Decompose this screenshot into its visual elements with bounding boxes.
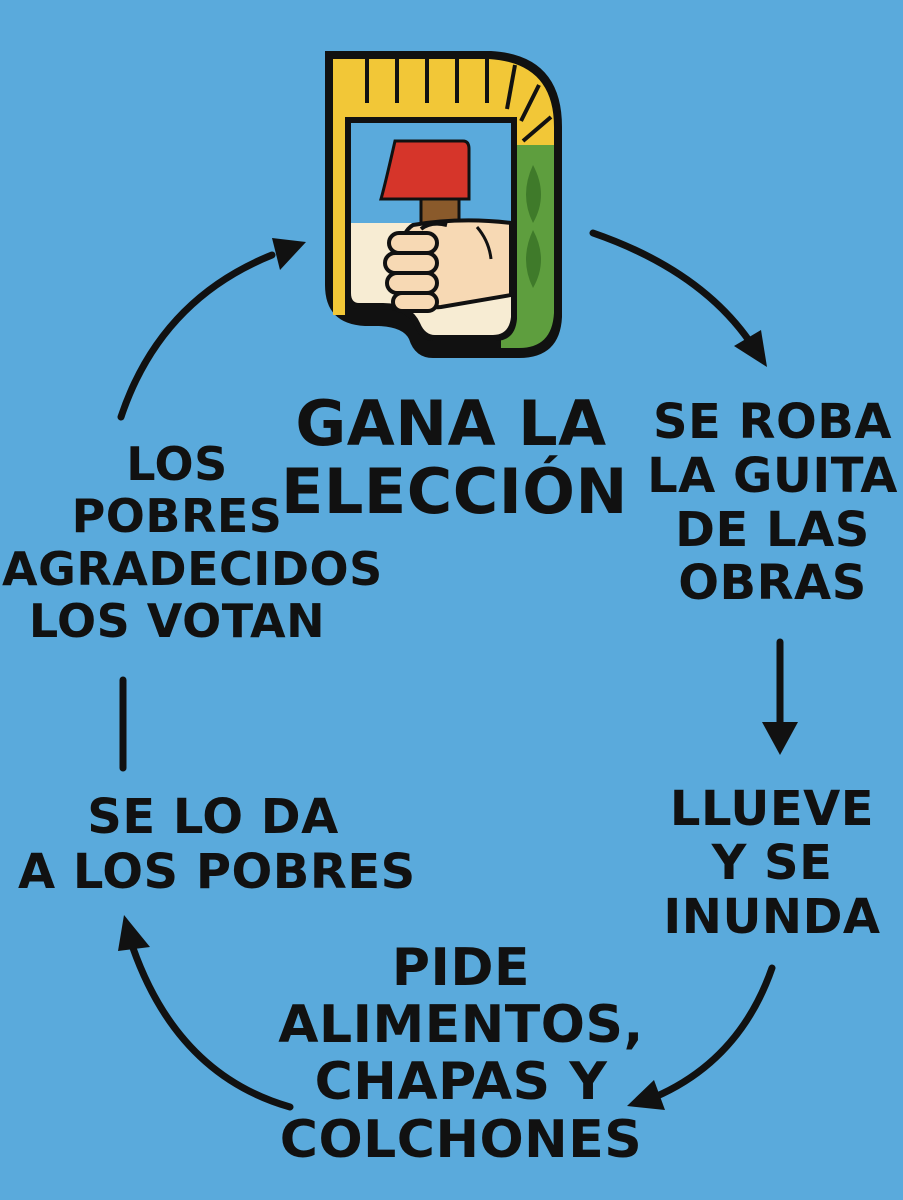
step-label-line: GANA LA [295,387,607,460]
step-label-line: COLCHONES [279,1109,643,1170]
step-label-line: PIDE [391,938,531,998]
step-label-line: LOS VOTAN [28,594,326,649]
peronist-shield-emblem [325,51,562,358]
step-label-line: OBRAS [678,555,867,612]
step-label-line: CHAPAS Y [314,1052,608,1113]
step-label-line: ELECCIÓN [281,455,628,529]
step-label-line: ALIMENTOS, [278,995,644,1056]
curved-arrow-down-left-icon [627,964,776,1110]
step-label-line: INUNDA [663,888,881,945]
step-label-line: SE ROBA [652,394,893,450]
step-label-line: LLUEVE [669,781,875,837]
curved-arrow-up-left-icon [118,915,294,1111]
step-label-line: AGRADECIDOS [2,541,383,596]
arrow-down-icon [762,638,798,755]
curved-arrow-right-icon [589,229,767,367]
curved-arrow-up-right-icon [117,238,306,421]
step-label-line: LA GUITA [647,447,898,504]
step-label-line: LOS [126,437,228,491]
step-label-line: Y SE [711,834,833,891]
step-label-line: SE LO DA [87,789,339,845]
step-label-line: A LOS POBRES [18,843,416,900]
step-label-line: DE LAS [675,501,870,558]
step-label-line: POBRES [71,489,283,544]
